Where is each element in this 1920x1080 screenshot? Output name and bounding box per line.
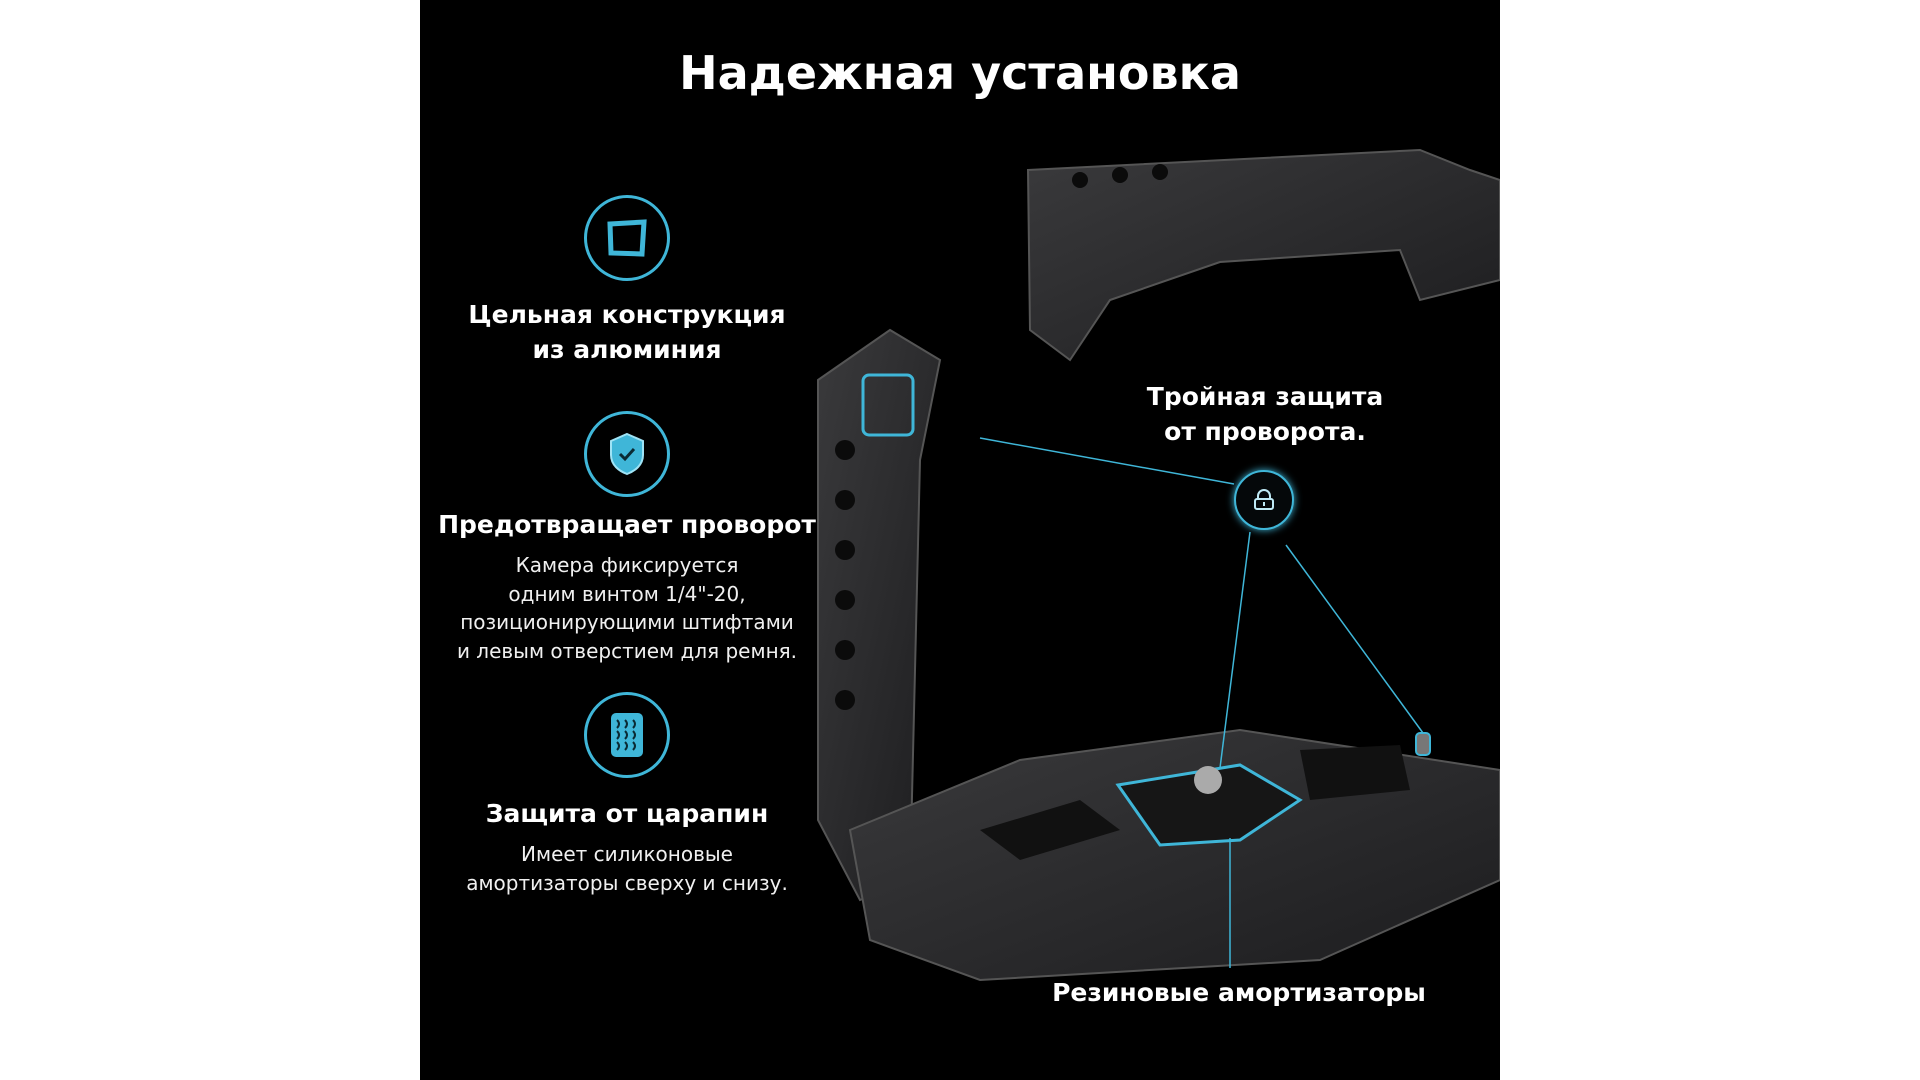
body-line: одним винтом 1/4"-20, [508,581,746,606]
shield-check-icon [584,411,670,497]
feature-heading-scratch: Защита от царапин [485,799,769,828]
body-line: Имеет силиконовые [521,842,733,866]
heading-line: из алюминия [532,335,722,364]
body-line: и левым отверстием для ремня. [456,638,798,663]
feature-heading-anti-twist: Предотвращает проворот [438,510,816,539]
body-line: амортизаторы сверху и снизу. [466,870,788,895]
callout-line: от проворота. [1164,417,1366,446]
aluminum-frame-icon [584,195,670,281]
silicone-pad-icon [584,692,670,778]
callout-rubber-dampers: Резиновые амортизаторы [1052,978,1426,1007]
callout-line: Тройная защита [1146,382,1384,411]
page-title: Надежная установка [679,46,1241,100]
callout-triple-protection: Тройная защита от проворота. [1147,379,1383,449]
lock-icon [1234,470,1294,530]
product-panel: Надежная установка Цельная конструкция и… [420,0,1500,1080]
feature-heading-aluminum: Цельная конструкция из алюминия [468,297,785,367]
body-line: Камера фиксируется [515,553,739,577]
feature-body-scratch: Имеет силиконовые амортизаторы сверху и … [466,840,788,897]
camera-cage-image [817,148,1500,982]
feature-body-anti-twist: Камера фиксируется одним винтом 1/4"-20,… [457,551,797,665]
body-line: позиционирующими штифтами [460,610,794,634]
heading-line: Цельная конструкция [468,300,786,329]
